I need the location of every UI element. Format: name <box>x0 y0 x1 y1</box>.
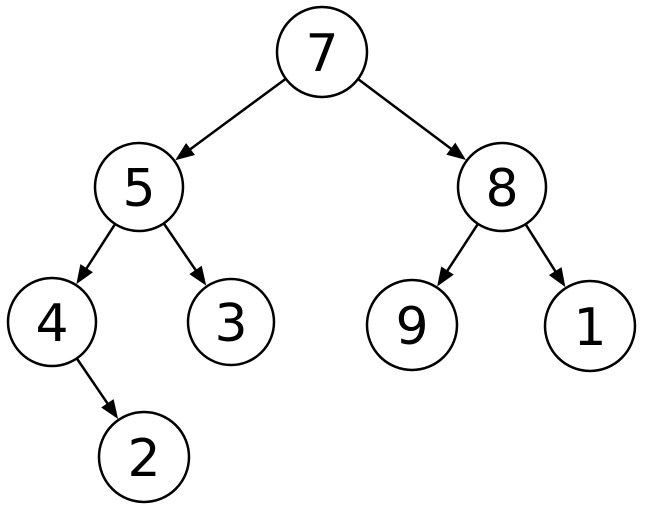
tree-node-8-label: 8 <box>485 159 518 219</box>
tree-node-8: 8 <box>456 141 548 233</box>
arrowhead-icon <box>446 142 466 160</box>
arrowhead-icon <box>101 399 119 419</box>
tree-node-9-circle <box>365 278 459 372</box>
tree-node-8-circle <box>456 141 548 233</box>
tree-node-4: 4 <box>6 276 98 368</box>
tree-node-2-circle <box>97 410 191 504</box>
arrowhead-icon <box>189 265 207 286</box>
tree-node-5: 5 <box>93 141 185 233</box>
arrowhead-icon <box>175 142 195 161</box>
arrowhead-icon <box>76 264 93 285</box>
edge-7-5 <box>175 77 287 161</box>
edge-5-4-line <box>84 223 117 271</box>
edge-5-3-line <box>162 222 198 273</box>
tree-node-5-circle <box>93 141 185 233</box>
edge-4-2-line <box>75 357 110 406</box>
tree-node-3-label: 3 <box>214 294 247 354</box>
arrowhead-icon <box>437 266 454 287</box>
edge-8-9 <box>437 223 480 287</box>
tree-node-3: 3 <box>186 277 276 367</box>
tree-node-3-circle <box>186 277 276 367</box>
tree-node-9: 9 <box>365 278 459 372</box>
edge-7-8 <box>357 78 466 160</box>
edge-5-3 <box>162 222 207 286</box>
tree-node-7-label: 7 <box>305 24 338 84</box>
tree-node-7: 7 <box>275 5 369 99</box>
edge-8-1-line <box>524 223 558 274</box>
edge-8-9-line <box>445 223 480 273</box>
tree-node-4-circle <box>6 276 98 368</box>
arrowhead-icon <box>548 267 566 288</box>
edge-8-1 <box>524 223 566 288</box>
tree-node-1-label: 1 <box>573 298 606 358</box>
tree-node-1: 1 <box>543 279 637 373</box>
edge-5-4 <box>76 223 117 285</box>
edge-7-5-line <box>188 77 287 152</box>
edge-4-2 <box>75 357 119 419</box>
tree-node-1-circle <box>543 279 637 373</box>
tree-node-4-label: 4 <box>35 294 68 354</box>
tree-node-5-label: 5 <box>122 159 155 219</box>
tree-node-9-label: 9 <box>395 297 428 357</box>
edge-7-8-line <box>357 78 454 151</box>
tree-node-2: 2 <box>97 410 191 504</box>
tree-node-7-circle <box>275 5 369 99</box>
tree-node-2-label: 2 <box>127 429 160 489</box>
